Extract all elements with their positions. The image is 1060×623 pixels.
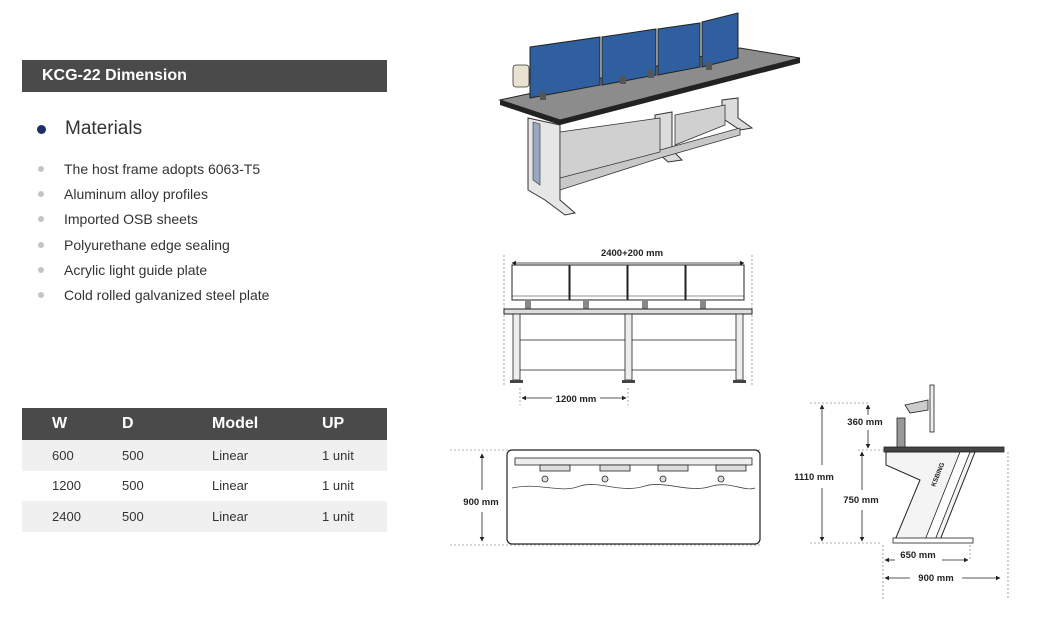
material-text: The host frame adopts 6063-T5: [64, 161, 261, 177]
bullet-dot-icon: [38, 191, 44, 198]
cell-d: 500: [122, 501, 212, 532]
bullet-dot-icon: [38, 216, 44, 223]
materials-bullet-icon: [37, 125, 46, 134]
cell-d: 500: [122, 470, 212, 501]
total-width-label: 2400+200 mm: [601, 248, 663, 259]
section-width-label: 1200 mm: [556, 394, 597, 405]
cell-d: 500: [122, 440, 212, 471]
title-bar: KCG-22 Dimension: [22, 60, 387, 92]
cell-w: 600: [22, 440, 122, 471]
cell-up: 1 unit: [322, 440, 387, 471]
bullet-dot-icon: [38, 266, 44, 273]
materials-heading: Materials: [65, 118, 143, 139]
table-row: 2400 500 Linear 1 unit: [22, 501, 387, 532]
page-title: KCG-22 Dimension: [42, 67, 187, 84]
header-model: Model: [212, 408, 322, 440]
base-depth-label: 650 mm: [900, 550, 935, 561]
material-text: Polyurethane edge sealing: [64, 236, 230, 253]
monitor-height-label: 360 mm: [847, 417, 882, 428]
desk-height-label: 750 mm: [843, 495, 878, 506]
materials-list: The host frame adopts 6063-T5 Aluminum a…: [36, 160, 269, 311]
table-row: 1200 500 Linear 1 unit: [22, 470, 387, 501]
material-text: Acrylic light guide plate: [64, 261, 208, 278]
desk-front-view: 2400+200 mm 1200 mm: [503, 248, 753, 405]
bullet-dot-icon: [38, 241, 44, 248]
cell-model: Linear: [212, 440, 322, 471]
list-item: The host frame adopts 6063-T5: [36, 160, 269, 185]
cell-model: Linear: [212, 470, 322, 501]
header-w: W: [22, 408, 122, 440]
spec-table: W D Model UP 600 500 Linear 1 unit 1200 …: [22, 408, 387, 532]
header-d: D: [122, 408, 212, 440]
total-height-label: 1110 mm: [794, 472, 834, 483]
table-header-row: W D Model UP: [22, 408, 387, 440]
desk-isometric-illustration: [498, 12, 801, 216]
list-item: Imported OSB sheets: [36, 210, 269, 235]
list-item: Aluminum alloy profiles: [36, 185, 269, 210]
material-text: Aluminum alloy profiles: [64, 186, 208, 203]
cell-w: 2400: [22, 501, 122, 532]
depth-label: 900 mm: [463, 497, 498, 508]
material-text: Imported OSB sheets: [64, 211, 198, 228]
header-up: UP: [322, 408, 387, 440]
bullet-dot-icon: [38, 166, 44, 172]
cell-w: 1200: [22, 470, 122, 501]
desk-side-view: 1110 mm 360 mm 750 mm KSBING 650 mm 900 …: [794, 384, 1009, 600]
list-item: Polyurethane edge sealing: [36, 236, 269, 261]
bullet-dot-icon: [38, 291, 44, 298]
cell-up: 1 unit: [322, 470, 387, 501]
desk-top-view: 900 mm: [450, 449, 761, 546]
list-item: Acrylic light guide plate: [36, 261, 269, 286]
table-row: 600 500 Linear 1 unit: [22, 440, 387, 471]
material-text: Cold rolled galvanized steel plate: [64, 286, 270, 303]
cell-model: Linear: [212, 501, 322, 532]
list-item: Cold rolled galvanized steel plate: [36, 286, 269, 311]
cell-up: 1 unit: [322, 501, 387, 532]
side-depth-label: 900 mm: [918, 573, 953, 584]
